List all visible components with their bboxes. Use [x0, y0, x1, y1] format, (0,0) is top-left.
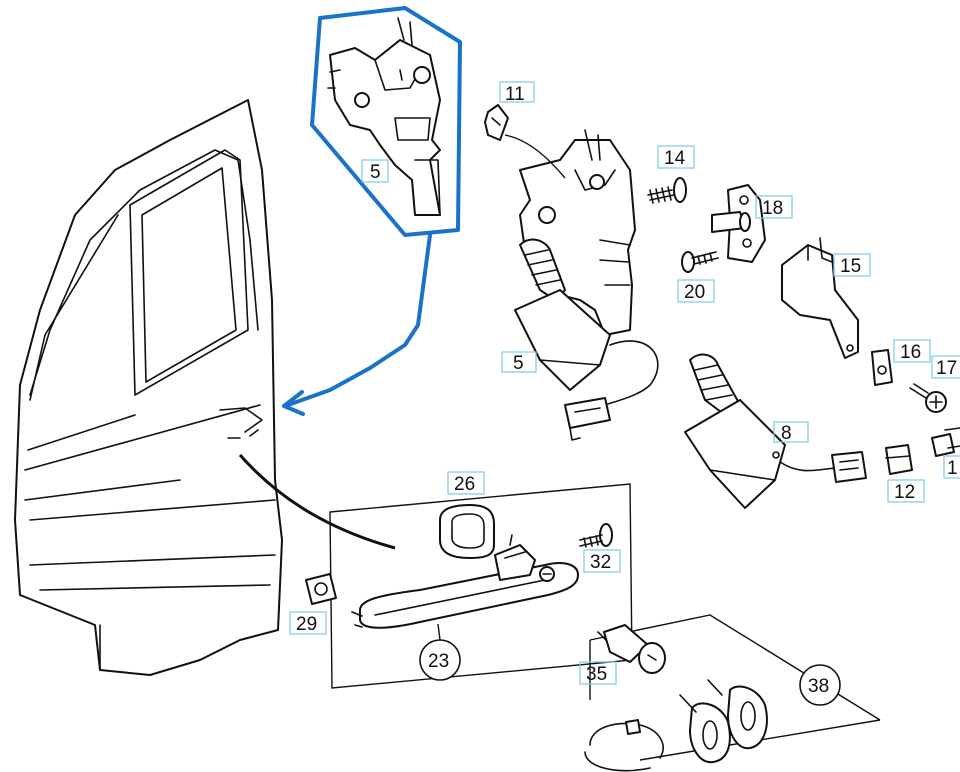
callout-17: 17 — [931, 355, 960, 379]
svg-text:20: 20 — [684, 282, 705, 303]
striker-18 — [711, 184, 766, 263]
callout-15: 15 — [833, 253, 871, 277]
lock-cylinder-35 — [597, 624, 666, 674]
svg-text:38: 38 — [808, 676, 829, 697]
callout-14: 14 — [657, 145, 695, 169]
clip-16 — [871, 349, 893, 386]
screw-17 — [909, 383, 947, 413]
hose-clamp — [584, 719, 664, 772]
callout-29: 29 — [289, 611, 327, 635]
svg-text:12: 12 — [894, 482, 915, 503]
callout-text: 5 — [370, 162, 381, 183]
callout-8: 8 — [773, 421, 809, 444]
svg-text:1: 1 — [947, 458, 958, 479]
door-handle-23 — [351, 534, 579, 629]
svg-text:15: 15 — [840, 256, 861, 277]
callout-18: 18 — [755, 195, 793, 219]
callout-23: 23 — [419, 623, 461, 681]
svg-text:14: 14 — [664, 148, 686, 169]
clip-11 — [484, 104, 509, 141]
callout-26: 26 — [447, 471, 485, 495]
callout-11: 11 — [499, 81, 535, 105]
svg-text:35: 35 — [586, 664, 607, 685]
connector-12 — [885, 444, 913, 475]
highlight-inset — [282, 6, 462, 416]
handle-rod — [238, 454, 396, 550]
screw-32 — [579, 523, 613, 548]
svg-text:16: 16 — [900, 342, 921, 363]
linkage-rod — [504, 134, 566, 179]
callout-1x: 1 — [943, 455, 960, 479]
inset-lock-mechanism — [327, 17, 441, 216]
partial-part-right — [931, 427, 960, 457]
svg-text:26: 26 — [454, 474, 475, 495]
svg-text:17: 17 — [936, 358, 957, 379]
callout-16: 16 — [893, 339, 931, 363]
svg-text:11: 11 — [505, 84, 525, 105]
screw-14 — [647, 177, 687, 204]
callout-12: 12 — [887, 479, 925, 503]
key-set-38 — [679, 679, 768, 764]
actuator-8 — [684, 353, 867, 509]
gasket-29 — [305, 573, 337, 605]
door-lock-assembly — [514, 129, 659, 441]
callout-20: 20 — [677, 279, 715, 303]
door-panel — [14, 99, 283, 676]
svg-text:32: 32 — [590, 552, 611, 573]
svg-text:23: 23 — [428, 651, 449, 672]
callout-38: 38 — [799, 664, 841, 706]
bracket-15 — [781, 237, 859, 359]
svg-text:8: 8 — [781, 423, 792, 444]
svg-text:18: 18 — [762, 198, 783, 219]
callout-35: 35 — [579, 661, 617, 685]
svg-text:5: 5 — [513, 353, 524, 374]
callout-inset-5: 5 — [361, 159, 389, 183]
gasket-26 — [439, 504, 495, 559]
callout-5: 5 — [501, 351, 537, 374]
svg-text:29: 29 — [296, 614, 317, 635]
screw-20 — [681, 251, 719, 273]
callout-32: 32 — [583, 549, 621, 573]
